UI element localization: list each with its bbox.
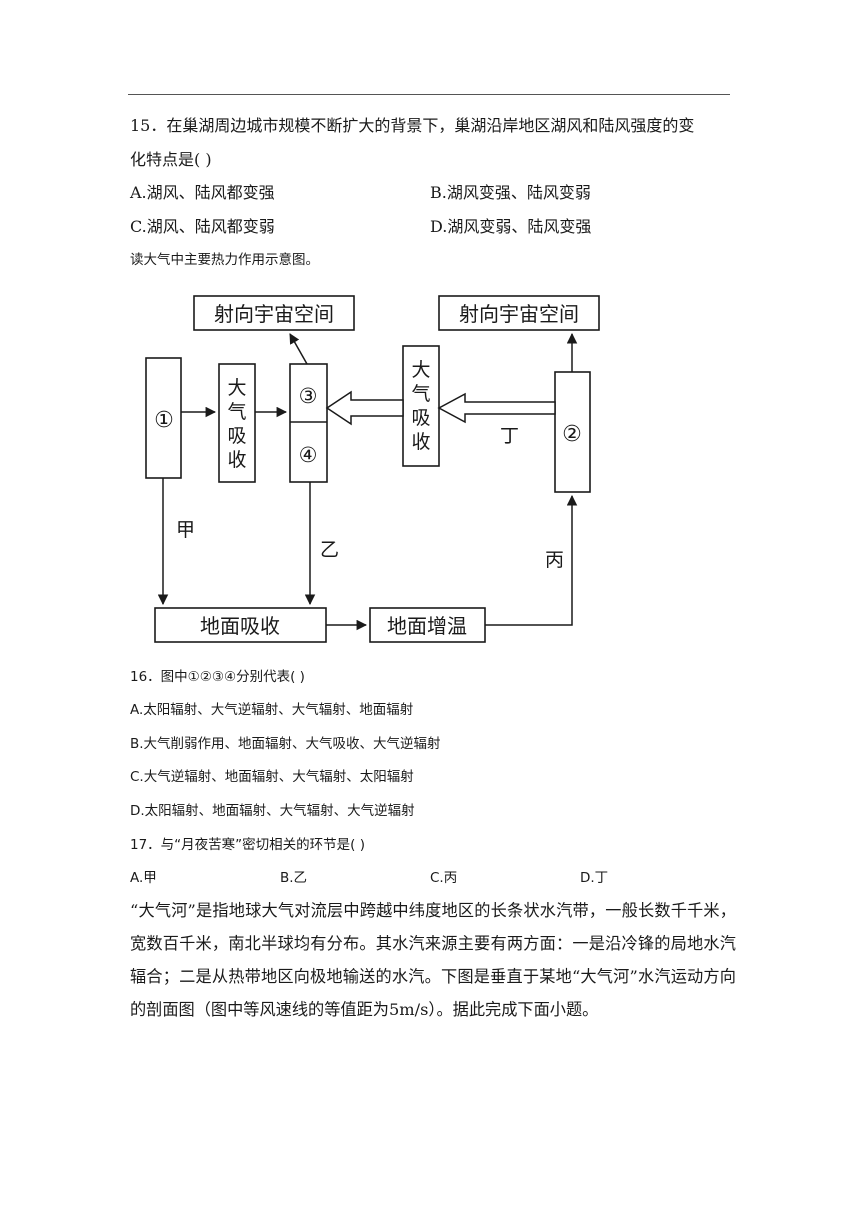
q15-option-c: C.湖风、陆风都变弱 bbox=[130, 217, 275, 236]
q16-option-b: B.大气削弱作用、地面辐射、大气吸收、大气逆辐射 bbox=[130, 736, 441, 752]
space-label-right: 射向宇宙空间 bbox=[459, 302, 579, 326]
absorb-box-left bbox=[218, 363, 256, 483]
absorb-left-char-1: 大 bbox=[227, 377, 246, 399]
q15-option-b: B.湖风变强、陆风变弱 bbox=[430, 183, 591, 202]
space-box-left bbox=[193, 295, 355, 331]
label-yi: 乙 bbox=[320, 539, 339, 561]
q17-option-c: C.丙 bbox=[430, 870, 458, 886]
absorb-left-char-3: 吸 bbox=[227, 425, 246, 447]
absorb-right-char-1: 大 bbox=[411, 359, 430, 381]
hollow-arrow-absorb-to-3 bbox=[325, 390, 404, 426]
space-label-left: 射向宇宙空间 bbox=[214, 302, 334, 326]
label-jia: 甲 bbox=[176, 519, 195, 541]
q17-option-a: A.甲 bbox=[130, 870, 157, 886]
space-box-right bbox=[438, 295, 600, 331]
diagram-intro: 读大气中主要热力作用示意图。 bbox=[130, 252, 319, 268]
q17-option-b: B.乙 bbox=[280, 870, 308, 886]
arrow-3-to-space bbox=[289, 333, 308, 365]
q15-option-a: A.湖风、陆风都变强 bbox=[130, 183, 275, 202]
q16-option-a: A.太阳辐射、大气逆辐射、大气辐射、地面辐射 bbox=[130, 702, 414, 718]
hollow-arrow-2-to-absorb bbox=[437, 392, 556, 424]
box2-label: ② bbox=[562, 422, 582, 447]
box-3-4 bbox=[289, 363, 328, 483]
ground-absorb-label: 地面吸收 bbox=[200, 614, 280, 638]
atmospheric-river-passage: “大气河”是指地球大气对流层中跨越中纬度地区的长条状水汽带，一般长数千千米，宽数… bbox=[130, 901, 736, 1019]
q15-stem-line1: 15．在巢湖周边城市规模不断扩大的背景下，巢湖沿岸地区湖风和陆风强度的变 bbox=[130, 116, 695, 135]
q17-stem: 17．与“月夜苦寒”密切相关的环节是( ) bbox=[130, 837, 365, 853]
ground-warm-label: 地面增温 bbox=[387, 614, 467, 638]
box1-label: ① bbox=[154, 408, 174, 433]
q17-option-d: D.丁 bbox=[580, 870, 609, 886]
q16-option-c: C.大气逆辐射、地面辐射、大气辐射、太阳辐射 bbox=[130, 769, 414, 785]
label-bing: 丙 bbox=[545, 549, 564, 571]
q16-stem: 16．图中①②③④分别代表( ) bbox=[130, 669, 305, 685]
absorb-right-char-2: 气 bbox=[411, 383, 430, 405]
absorb-right-char-3: 吸 bbox=[411, 407, 430, 429]
q16-option-d: D.太阳辐射、地面辐射、大气辐射、大气逆辐射 bbox=[130, 803, 415, 819]
q15-option-d: D.湖风变弱、陆风变强 bbox=[430, 217, 592, 236]
absorb-right-char-4: 收 bbox=[411, 431, 430, 453]
arrow-bing bbox=[485, 494, 578, 626]
box3-label: ③ bbox=[299, 384, 318, 408]
q15-stem-line2: 化特点是( ) bbox=[130, 150, 212, 169]
label-ding: 丁 bbox=[500, 425, 519, 447]
absorb-left-char-4: 收 bbox=[227, 449, 246, 471]
box4-label: ④ bbox=[299, 443, 318, 467]
absorb-left-char-2: 气 bbox=[227, 401, 246, 423]
header-rule bbox=[128, 94, 730, 95]
